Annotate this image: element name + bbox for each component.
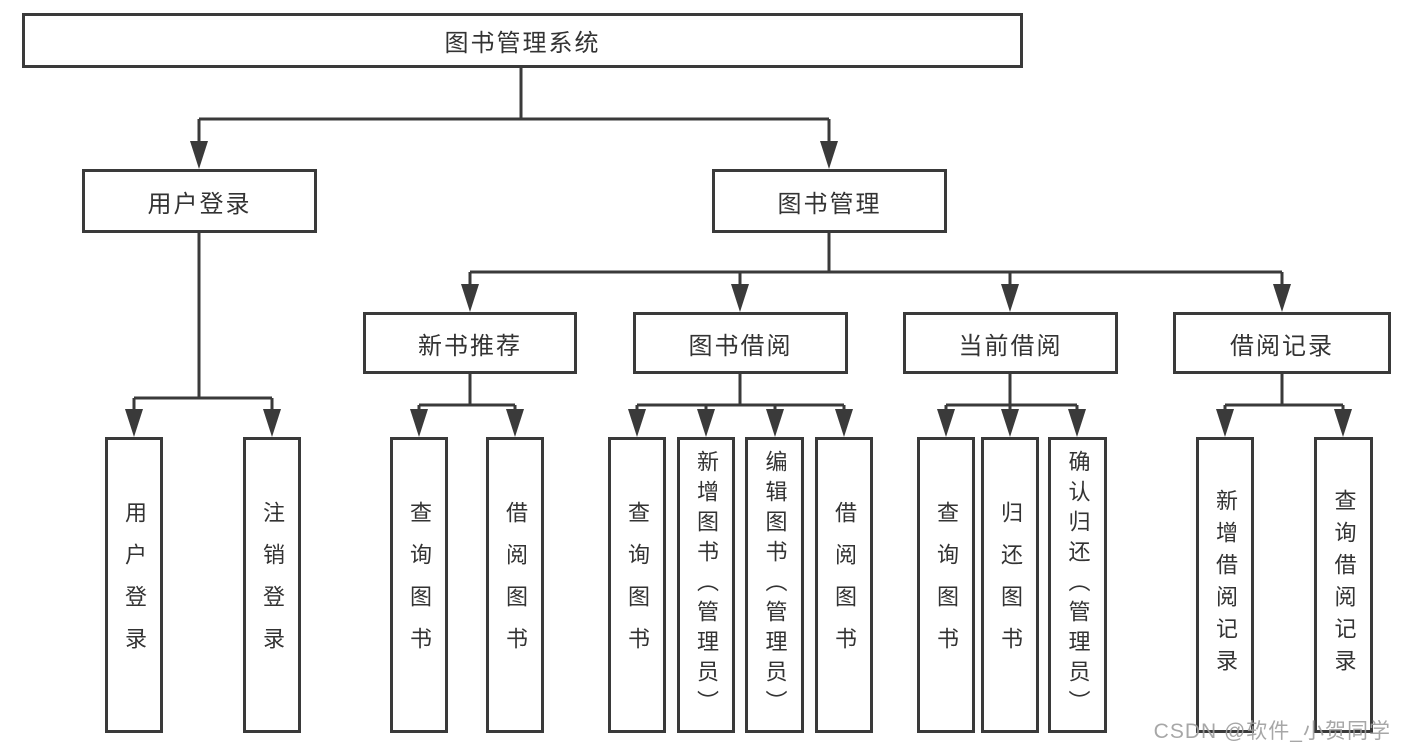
connector-path — [197, 65, 831, 147]
leaf-add-record: 新增借阅记录 — [1196, 437, 1254, 733]
arrowhead — [190, 141, 208, 169]
connector-path — [417, 372, 517, 415]
connector-user-login-children — [125, 231, 281, 437]
node-label: 用户登录 — [122, 501, 147, 669]
leaf-borrow-book-b: 借阅图书 — [815, 437, 873, 733]
node-label: 图书管理 — [777, 190, 882, 218]
node-label: 新增借阅记录 — [1213, 489, 1238, 681]
node-label: 注销登录 — [260, 501, 285, 669]
connector-path — [1223, 372, 1345, 415]
node-borrow-record: 借阅记录 — [1173, 312, 1391, 374]
node-user-login: 用户登录 — [82, 169, 317, 233]
connector-path — [944, 372, 1079, 415]
node-label: 借阅图书 — [503, 501, 528, 669]
arrowhead — [697, 409, 715, 437]
node-book-borrow: 图书借阅 — [633, 312, 848, 374]
connector-book-mgmt-children — [461, 231, 1291, 312]
arrowhead — [766, 409, 784, 437]
node-label: 借阅记录 — [1230, 332, 1334, 360]
arrowhead — [1334, 409, 1352, 437]
arrowhead — [1001, 284, 1019, 312]
node-label: 查询借阅记录 — [1331, 489, 1357, 681]
connector-book-borrow-children — [628, 372, 853, 437]
watermark: CSDN @软件_小贺同学 — [1153, 720, 1391, 743]
node-current-borrow: 当前借阅 — [903, 312, 1118, 374]
node-label: 新书推荐 — [418, 332, 522, 360]
node-label: 查询图书 — [934, 501, 959, 669]
leaf-edit-book: 编辑图书（管理员） — [745, 437, 804, 733]
leaf-query-book-b: 查询图书 — [608, 437, 666, 733]
leaf-borrow-book-a: 借阅图书 — [486, 437, 544, 733]
leaf-confirm-return: 确认归还（管理员） — [1048, 437, 1107, 733]
connector-path — [468, 231, 1284, 290]
leaf-logout: 注销登录 — [243, 437, 301, 733]
arrowhead — [1068, 409, 1086, 437]
connector-current-borrow-children — [937, 372, 1086, 437]
leaf-add-book: 新增图书（管理员） — [677, 437, 735, 733]
connector-new-book-rec-children — [410, 372, 524, 437]
node-new-book-rec: 新书推荐 — [363, 312, 577, 374]
node-label: 新增图书（管理员） — [694, 450, 719, 720]
arrowhead — [820, 141, 838, 169]
node-label: 借阅图书 — [832, 501, 857, 669]
node-label: 查询图书 — [625, 501, 650, 669]
node-label: 当前借阅 — [958, 332, 1063, 360]
arrowhead — [731, 284, 749, 312]
arrowhead — [410, 409, 428, 437]
leaf-query-book-c: 查询图书 — [917, 437, 975, 733]
connector-path — [635, 372, 846, 415]
node-label: 归还图书 — [998, 501, 1023, 669]
node-label: 图书管理系统 — [444, 30, 601, 57]
arrowhead — [263, 409, 281, 437]
arrowhead — [835, 409, 853, 437]
leaf-query-record: 查询借阅记录 — [1314, 437, 1373, 733]
arrowhead — [461, 284, 479, 312]
leaf-user-login: 用户登录 — [105, 437, 163, 733]
leaf-return-book: 归还图书 — [981, 437, 1039, 733]
connector-borrow-record-children — [1216, 372, 1352, 437]
connector-root-children — [190, 65, 838, 169]
node-book-mgmt: 图书管理 — [712, 169, 947, 233]
connector-path — [132, 231, 274, 415]
arrowhead — [506, 409, 524, 437]
node-label: 图书借阅 — [688, 332, 793, 360]
node-root: 图书管理系统 — [22, 13, 1023, 68]
arrowhead — [628, 409, 646, 437]
node-label: 用户登录 — [147, 190, 252, 218]
arrowhead — [937, 409, 955, 437]
arrowhead — [125, 409, 143, 437]
node-label: 查询图书 — [407, 501, 432, 669]
arrowhead — [1216, 409, 1234, 437]
arrowhead — [1273, 284, 1291, 312]
leaf-query-book-a: 查询图书 — [390, 437, 448, 733]
node-label: 确认归还（管理员） — [1065, 450, 1091, 720]
arrowhead — [1001, 409, 1019, 437]
node-label: 编辑图书（管理员） — [762, 450, 788, 720]
